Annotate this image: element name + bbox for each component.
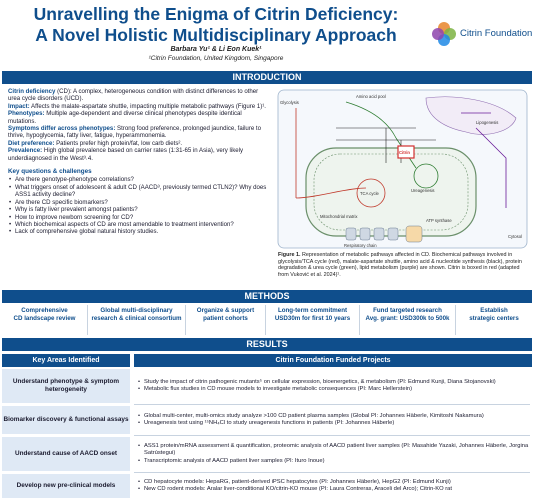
funded-projects: CD hepatocyte models: HepaRG, patient-de… [136,474,532,498]
citrin-foundation-logo: Citrin Foundation [430,20,533,50]
affiliation: ¹Citrin Foundation, United Kingdom, Sing… [148,55,284,62]
results-row: Biomarker discovery & functional assays … [2,406,532,434]
key-area: Develop new pre-clinical models [2,474,130,498]
key-questions-title: Key questions & challenges [8,168,92,176]
funded-projects: ASS1 protein/mRNA assessment & quantific… [136,437,532,471]
key-question: Are there genotype-phenotype correlation… [8,176,270,184]
results-heading: RESULTS [2,338,532,351]
key-questions-list: Are there genotype-phenotype correlation… [8,176,270,236]
figure-label: Respiratory chain [344,243,377,248]
key-question: What triggers onset of adolescent & adul… [8,184,270,199]
project-item: Metabolic flux studies in CD mouse model… [136,386,532,393]
intro-impact: Impact: Affects the malate-aspartate shu… [8,102,266,110]
project-item: ASS1 protein/mRNA assessment & quantific… [136,443,532,457]
key-area: Biomarker discovery & functional assays [2,406,130,434]
title-line-1: Unravelling the Enigma of Citrin Deficie… [33,4,399,24]
key-question: How to improve newborn screening for CD? [8,214,270,222]
key-question: Lack of comprehensive global natural his… [8,228,270,236]
introduction-heading: INTRODUCTION [2,71,532,84]
key-question: Are there CD specific biomarkers? [8,199,270,207]
logo-text: Citrin Foundation [460,28,533,39]
figure-label: Glycolysis [280,100,299,105]
poster-header: Unravelling the Enigma of Citrin Deficie… [0,0,534,68]
intro-diet: Diet preference: Patients prefer high pr… [8,139,183,147]
methods-heading: METHODS [2,290,532,303]
project-item: CD hepatocyte models: HepaRG, patient-de… [136,479,532,486]
figure-label: Amino acid pool [356,94,386,99]
authors: Barbara Yu¹ & Li Eon Kuek¹ [170,46,262,53]
results-row: Understand cause of AACD onset ASS1 prot… [2,437,532,471]
poster-title: Unravelling the Enigma of Citrin Deficie… [6,4,426,46]
results-row: Develop new pre-clinical models CD hepat… [2,474,532,498]
logo-petal [432,28,444,40]
key-question: Which biochemical aspects of CD are most… [8,221,270,229]
intro-phenotypes: Phenotypes: Multiple age-dependent and d… [8,110,242,125]
key-areas-header: Key Areas Identified [2,354,130,367]
funded-projects: Global multi-center, multi-omics study a… [136,406,532,434]
citrus-logo-icon [432,22,456,46]
funded-projects-header: Citrin Foundation Funded Projects [134,354,532,367]
figure-label: Ureagenesis [411,188,435,193]
title-line-2: A Novel Holistic Multidisciplinary Appro… [35,25,397,45]
intro-symptoms: Symptoms differ across phenotypes: Stron… [8,125,262,140]
intro-prevalence: Prevalence: High global prevalence based… [8,147,244,162]
row-divider [134,404,530,405]
figure-label: Lipogenesis [476,120,498,125]
intro-cd: Citrin deficiency (CD): A complex, heter… [8,88,259,103]
project-item: Global multi-center, multi-omics study a… [136,413,532,420]
metabolic-pathway-figure: Amino acid pool Ureagenesis Glycolysis T… [276,88,529,250]
figure-label: Mitochondrial matrix [320,214,358,219]
project-item: Study the impact of citrin pathogenic mu… [136,379,532,386]
figure-label: ATP synthase [426,218,452,223]
figure-label: Cytosol [508,234,522,239]
key-area: Understand phenotype & symptom heterogen… [2,369,130,403]
project-item: Transcriptomic analysis of AACD patient … [136,458,532,465]
project-item: Ureagenesis test using ¹⁵NH₄Cl to study … [136,420,532,427]
results-row: Understand phenotype & symptom heterogen… [2,369,532,403]
introduction-text: Citrin deficiency (CD): A complex, heter… [8,88,270,236]
figure-caption: Figure 1. Representation of metabolic pa… [278,252,522,278]
row-divider [134,472,530,473]
key-question: Why is fatty liver prevalent amongst pat… [8,206,270,214]
figure-label-citrin: Citrin [399,150,410,155]
figure-label: TCA cycle [360,191,380,196]
row-divider [134,435,530,436]
funded-projects: Study the impact of citrin pathogenic mu… [136,369,532,403]
project-item: New CD rodent models: Aralar liver-condi… [136,486,532,493]
key-area: Understand cause of AACD onset [2,437,130,471]
